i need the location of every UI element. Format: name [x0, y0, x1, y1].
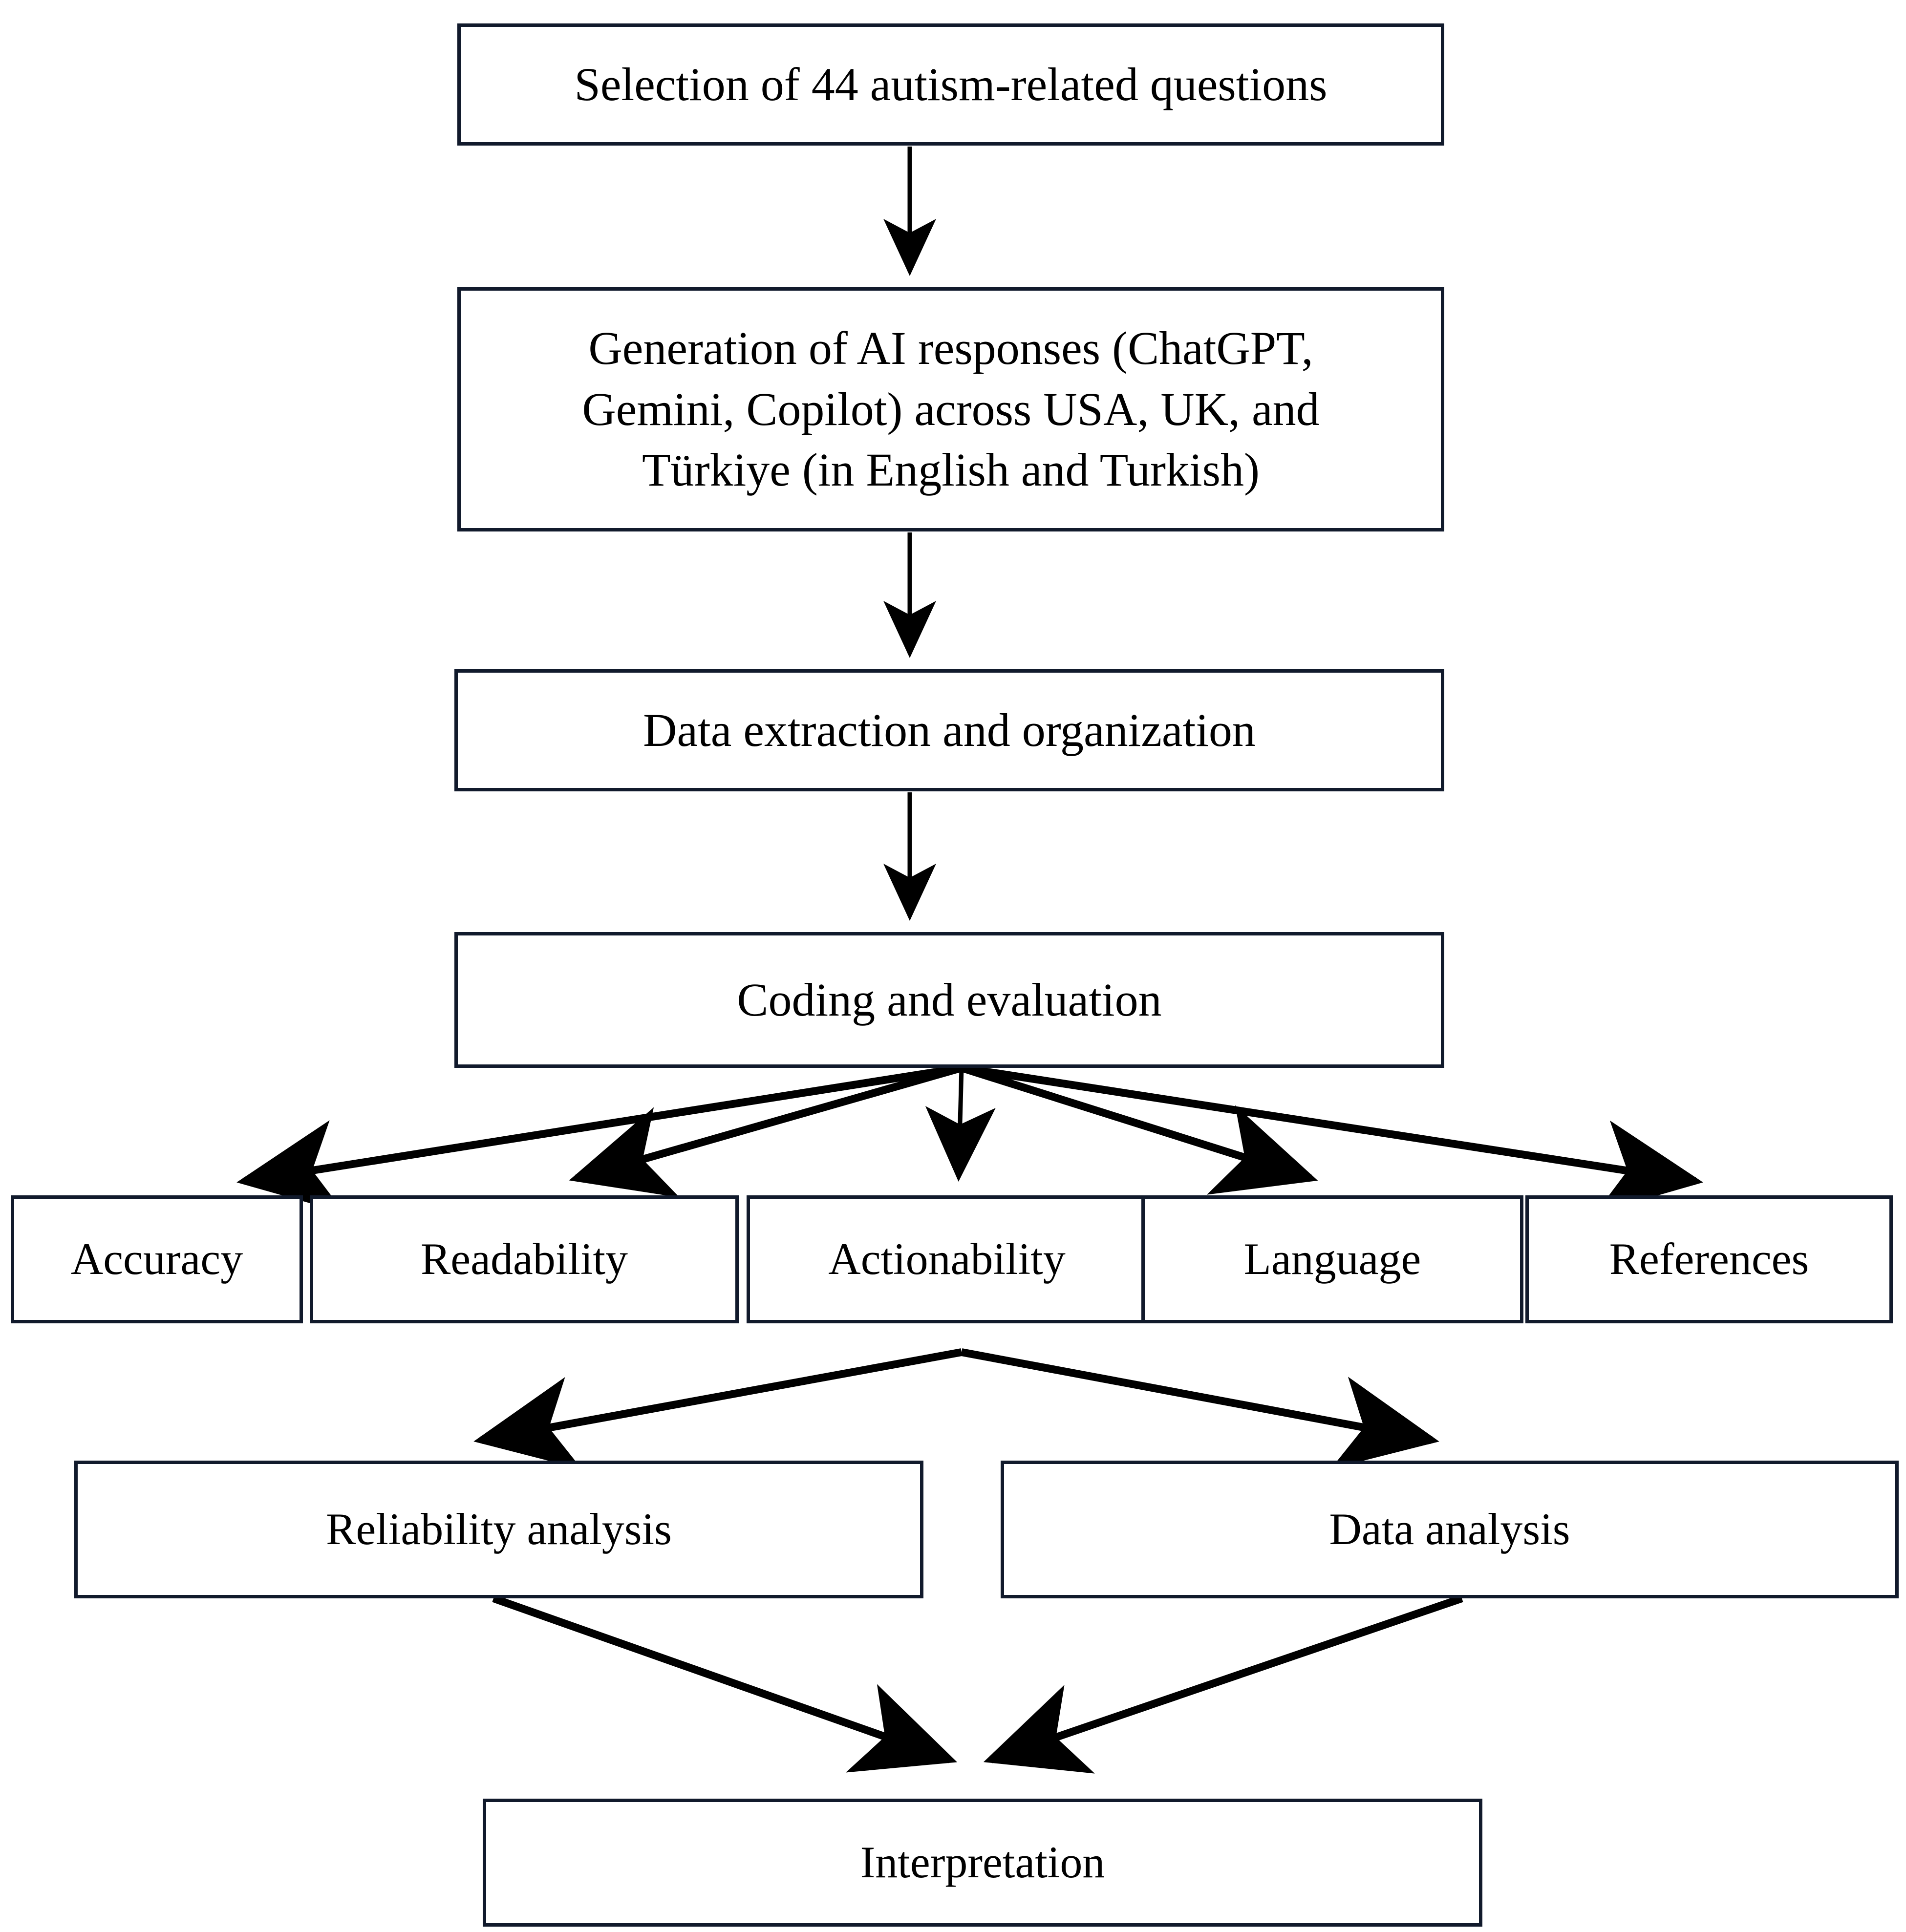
node-accuracy-label: Accuracy — [70, 1234, 243, 1284]
arrow-coding-to-accuracy — [236, 1064, 963, 1213]
node-coding-label: Coding and evaluation — [737, 973, 1162, 1026]
node-coding-and-evaluation[interactable]: Coding and evaluation — [454, 932, 1444, 1068]
node-criterion-accuracy[interactable]: Accuracy — [11, 1195, 303, 1323]
node-generation-of-ai-responses[interactable]: Generation of AI responses (ChatGPT, Gem… — [457, 287, 1444, 531]
node-actionability-label: Actionability — [828, 1234, 1066, 1284]
arrow-coding-to-actionability — [925, 1067, 996, 1182]
node-selection-label: Selection of 44 autism-related questions — [574, 58, 1328, 110]
arrow-reliability-to-interpretation — [492, 1594, 958, 1773]
node-data-extraction-and-organization[interactable]: Data extraction and organization — [454, 669, 1444, 791]
node-data-analysis[interactable]: Data analysis — [1001, 1461, 1899, 1598]
node-language-label: Language — [1243, 1234, 1421, 1284]
node-reliability-label: Reliability analysis — [326, 1504, 672, 1554]
node-generation-label: Generation of AI responses (ChatGPT, Gem… — [582, 321, 1320, 496]
node-interpretation-label: Interpretation — [860, 1837, 1105, 1888]
node-reliability-analysis[interactable]: Reliability analysis — [74, 1461, 923, 1598]
arrow-coding-to-language — [960, 1064, 1318, 1195]
arrow-coding-to-references — [961, 1064, 1703, 1213]
node-criterion-readability[interactable]: Readability — [310, 1195, 739, 1323]
arrow-data-analysis-to-interpretation — [983, 1594, 1463, 1774]
node-criterion-references[interactable]: References — [1525, 1195, 1893, 1323]
node-interpretation[interactable]: Interpretation — [483, 1799, 1482, 1927]
node-data-analysis-label: Data analysis — [1329, 1504, 1570, 1554]
node-references-label: References — [1609, 1234, 1809, 1284]
arrow-criteria-to-data-analysis — [961, 1348, 1439, 1469]
node-selection-of-questions[interactable]: Selection of 44 autism-related questions — [457, 23, 1444, 146]
node-readability-label: Readability — [420, 1234, 628, 1284]
arrow-criteria-to-reliability — [473, 1348, 963, 1469]
node-criterion-actionability[interactable]: Actionability — [747, 1195, 1147, 1323]
arrow-coding-to-readability — [569, 1064, 963, 1198]
node-criterion-language[interactable]: Language — [1141, 1195, 1523, 1323]
node-extraction-label: Data extraction and organization — [643, 703, 1256, 756]
